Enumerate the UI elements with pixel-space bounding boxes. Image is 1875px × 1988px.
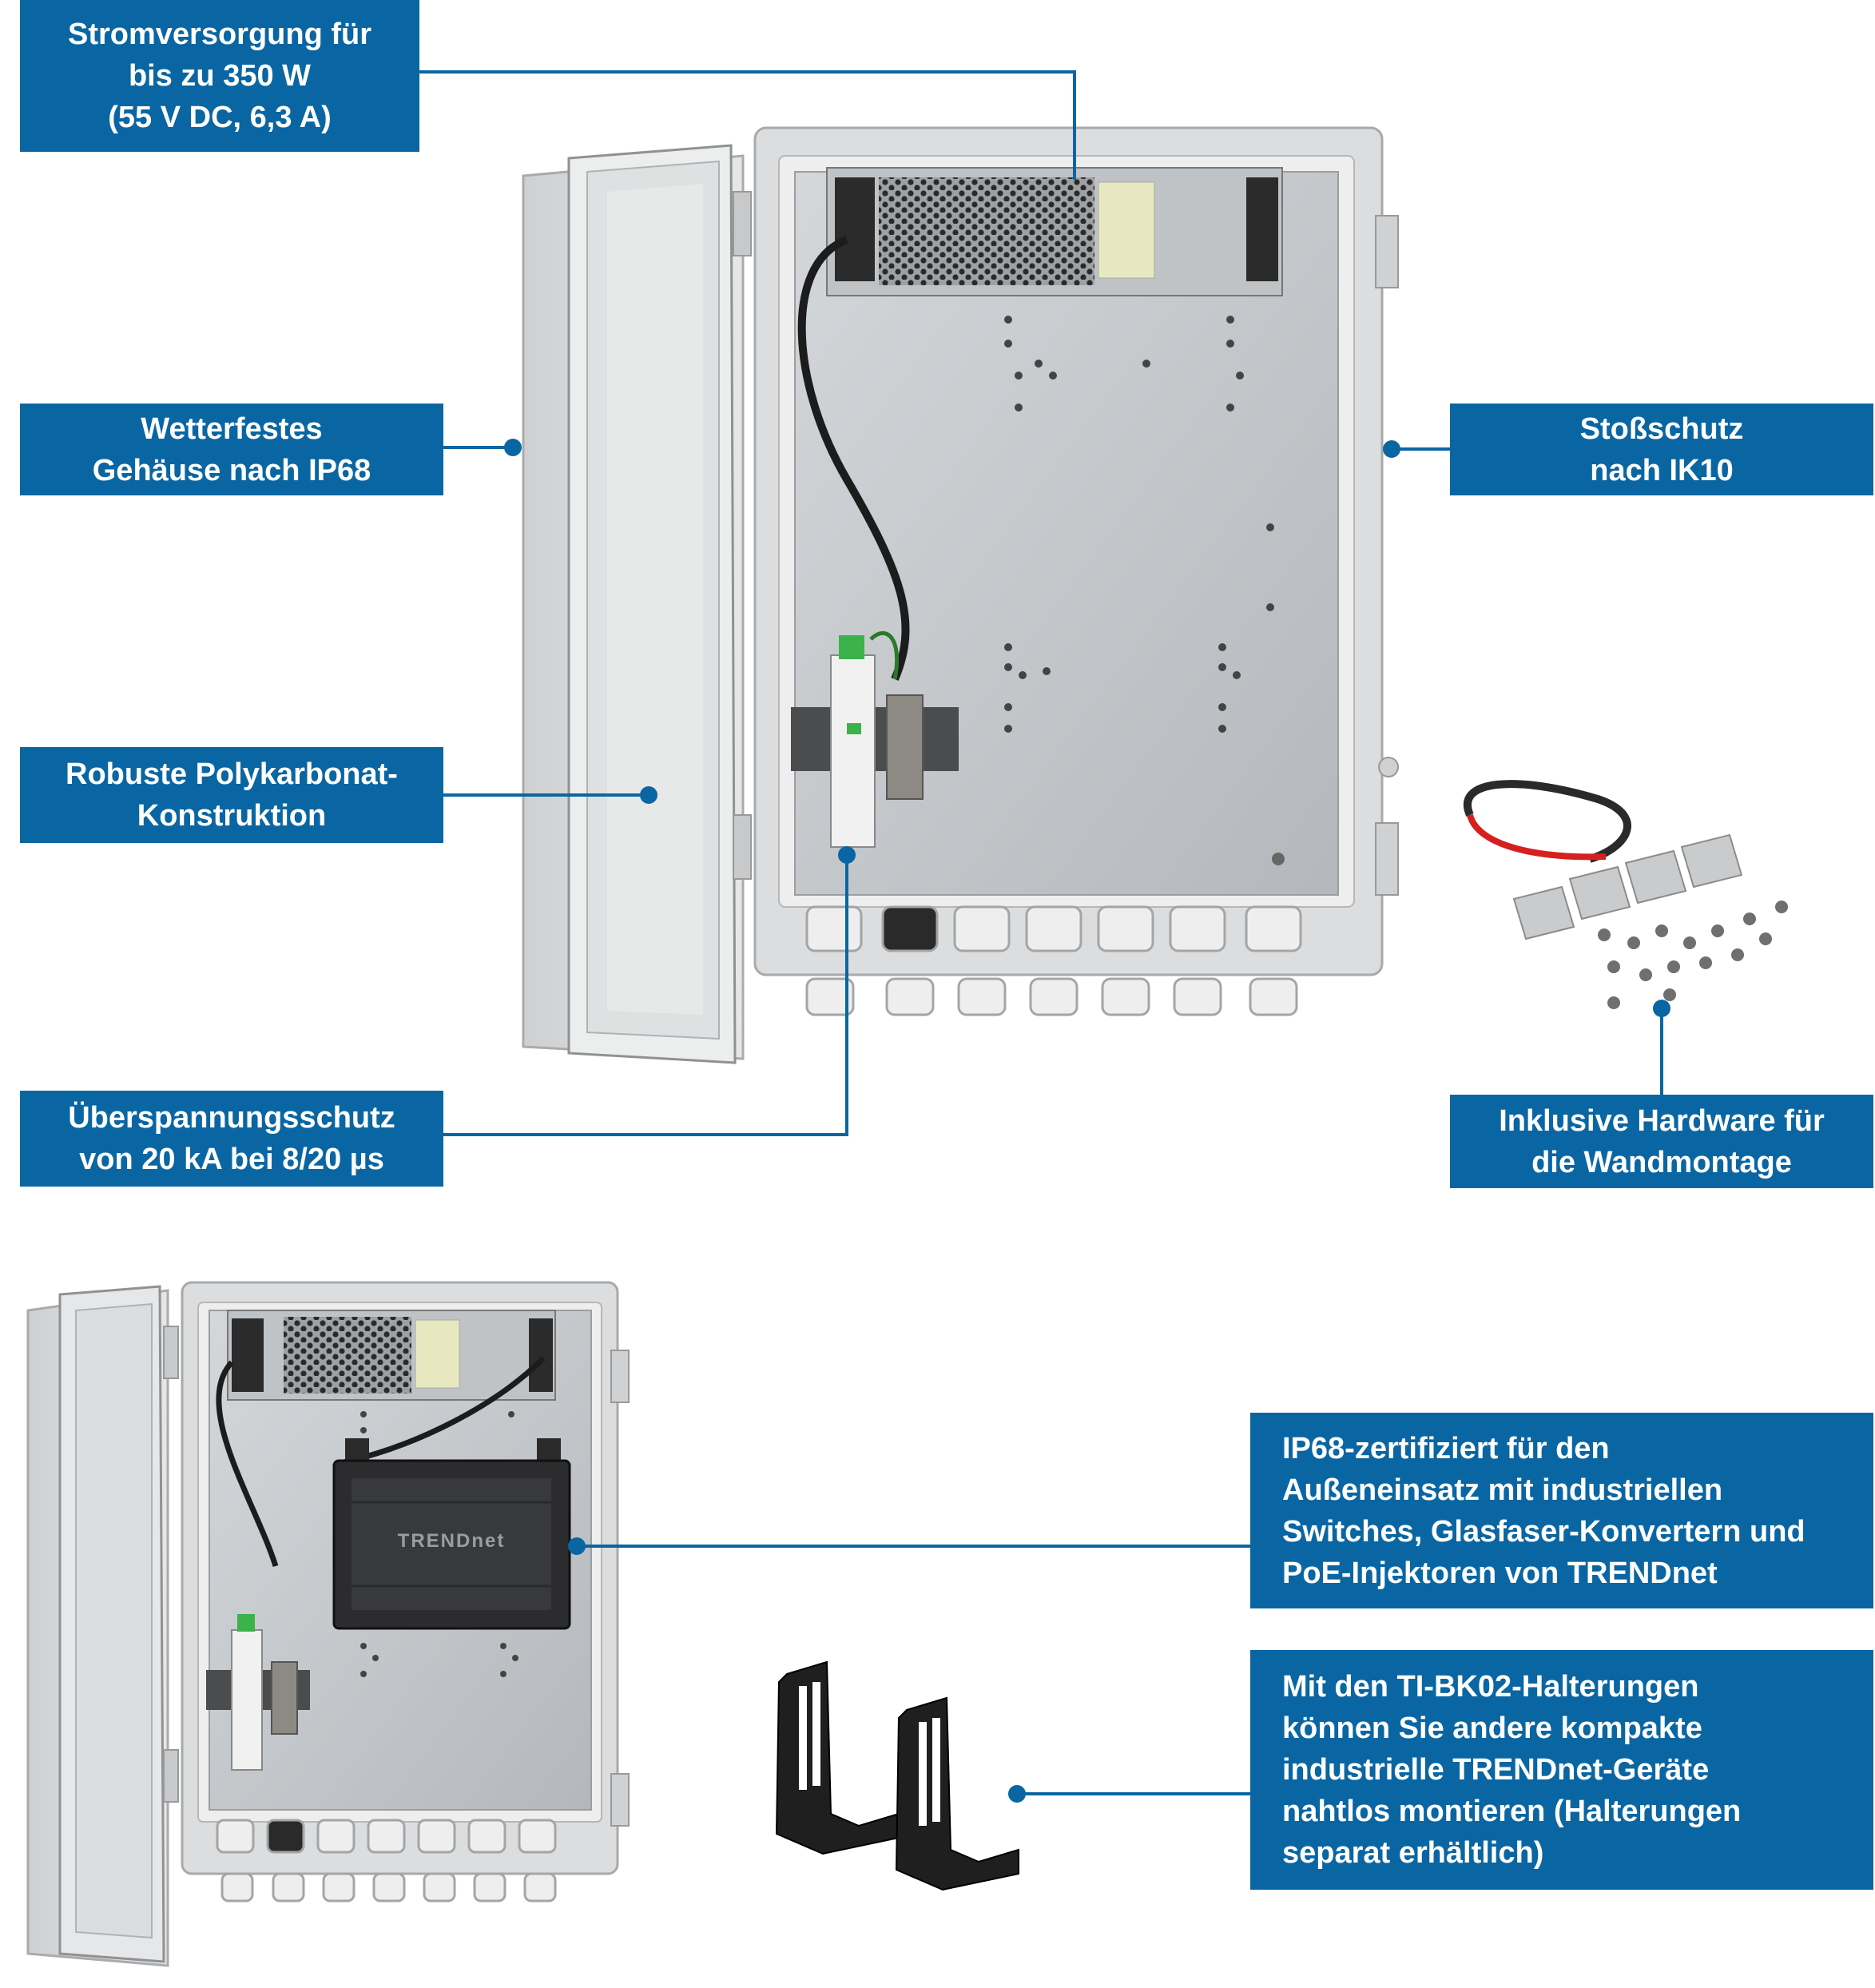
callout-line: Konstruktion (137, 799, 327, 833)
callout-line: nahtlos montieren (Halterungen (1282, 1795, 1742, 1828)
power-supply-icon (826, 167, 1283, 296)
wall-mount-hardware-icon (1464, 780, 1788, 1009)
callout-wall-mount-hardware: Inklusive Hardware für die Wandmontage (1450, 1095, 1873, 1188)
callout-line: Gehäuse nach IP68 (92, 453, 371, 487)
callout-line: nach IK10 (1590, 453, 1734, 487)
mounting-holes (360, 1411, 518, 1677)
callout-power-supply: Stromversorgung für bis zu 350 W (55 V D… (20, 0, 419, 152)
leader-lines (419, 70, 1663, 1795)
callout-line: industrielle TRENDnet-Geräte (1282, 1753, 1710, 1787)
switch-brand-label: TRENDnet (397, 1530, 506, 1552)
callout-line: Stoßschutz (1579, 412, 1744, 446)
callout-line: die Wandmontage (1531, 1145, 1792, 1179)
callout-line: können Sie andere kompakte (1282, 1712, 1702, 1745)
callout-surge-protection: Überspannungsschutz von 20 kA bei 8/20 µ… (20, 1091, 443, 1187)
callout-weatherproof: Wetterfestes Gehäuse nach IP68 (20, 404, 443, 495)
callout-polycarbonate: Robuste Polykarbonat- Konstruktion (20, 747, 443, 843)
power-supply-icon (227, 1310, 556, 1401)
mounting-holes (1004, 316, 1274, 733)
power-cable-icon (216, 1360, 279, 1568)
callout-impact-protection: Stoßschutz nach IK10 (1450, 404, 1873, 495)
callout-brackets: Mit den TI-BK02-Halterungen können Sie a… (1250, 1650, 1873, 1890)
callout-line: Mit den TI-BK02-Halterungen (1282, 1670, 1699, 1704)
callout-line: Stromversorgung für (67, 18, 372, 51)
callout-line: von 20 kA bei 8/20 µs (79, 1143, 384, 1176)
top-enclosure (522, 126, 1399, 1064)
bottom-enclosure (26, 1281, 630, 1967)
cable-glands-icon (805, 905, 1302, 1016)
callout-line: Switches, Glasfaser-Konvertern und (1282, 1514, 1805, 1549)
callout-line: (55 V DC, 6,3 A) (108, 101, 332, 134)
power-cable-icon (343, 1356, 546, 1465)
callout-line: Außeneinsatz mit industriellen (1282, 1473, 1723, 1507)
enclosure-door (522, 144, 752, 1064)
callout-line: Inklusive Hardware für (1499, 1103, 1825, 1138)
callout-line: PoE-Injektoren von TRENDnet (1282, 1556, 1718, 1590)
callout-line: Robuste Polykarbonat- (66, 757, 398, 791)
callout-line: Überspannungsschutz (68, 1101, 395, 1135)
mounting-bracket-icon (775, 1660, 1019, 1891)
power-cable-icon (797, 236, 910, 681)
callout-line: Wetterfestes (141, 412, 323, 446)
cable-glands-icon (216, 1819, 557, 1903)
callout-ip68-outdoor: IP68-zertifiziert für den Außeneinsatz m… (1250, 1413, 1873, 1608)
callout-line: IP68-zertifiziert für den (1282, 1431, 1610, 1465)
surge-protector-icon (791, 630, 1285, 865)
callout-line: bis zu 350 W (128, 59, 312, 93)
leader-dot-icon (504, 439, 1670, 1803)
surge-protector-icon (206, 1614, 310, 1771)
callout-line: separat erhältlich) (1282, 1836, 1544, 1870)
enclosure-door (26, 1285, 179, 1967)
